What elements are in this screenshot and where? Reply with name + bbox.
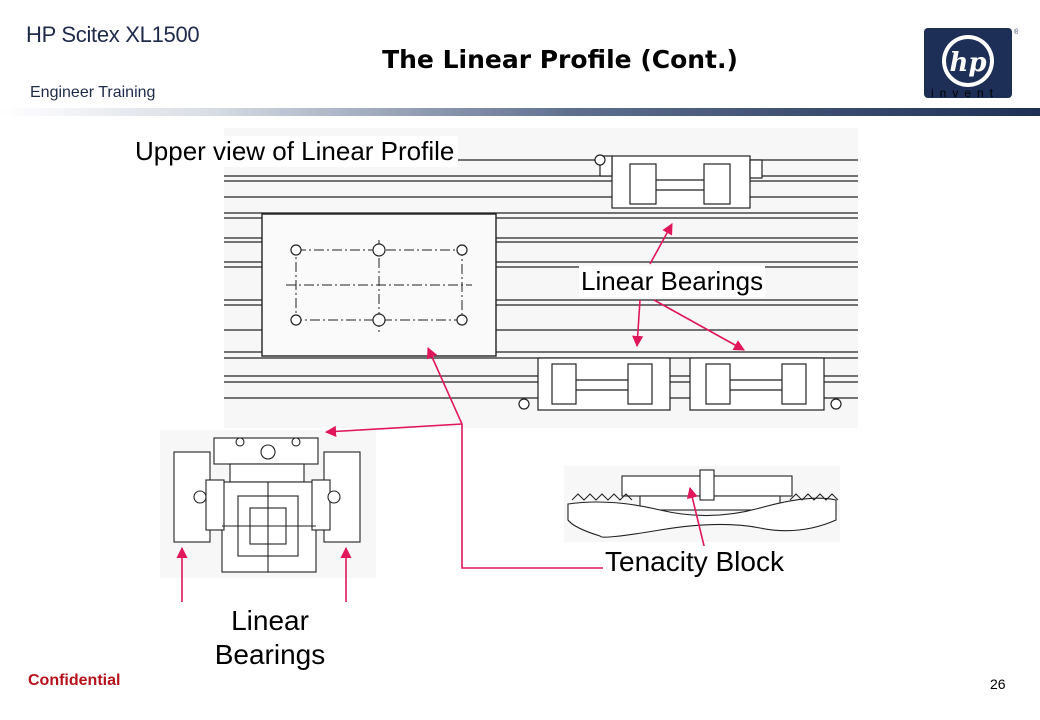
callout-arrows xyxy=(176,223,745,602)
slide-title: The Linear Profile (Cont.) xyxy=(382,45,738,74)
engineer-training-label: Engineer Training xyxy=(30,84,156,101)
page-number: 26 xyxy=(990,676,1006,692)
hp-logo-icon: hp ® xyxy=(924,28,1018,98)
invent-tagline: invent xyxy=(930,86,1000,100)
linear-bearings-top-label: Linear Bearings xyxy=(579,266,766,297)
hp-logo-mark: hp xyxy=(949,48,986,78)
tenacity-block-label: Tenacity Block xyxy=(603,546,786,578)
product-brand: HP Scitex XL1500 xyxy=(26,22,200,47)
header-rule xyxy=(0,108,1040,116)
svg-text:®: ® xyxy=(1014,28,1018,36)
confidential-label: Confidential xyxy=(28,672,121,689)
linear-bearings-bottom-label: Linear Bearings xyxy=(214,605,326,670)
cross-section-drawing xyxy=(160,430,376,578)
tenacity-block-drawing xyxy=(564,466,840,542)
upper-view-label: Upper view of Linear Profile xyxy=(135,136,459,167)
